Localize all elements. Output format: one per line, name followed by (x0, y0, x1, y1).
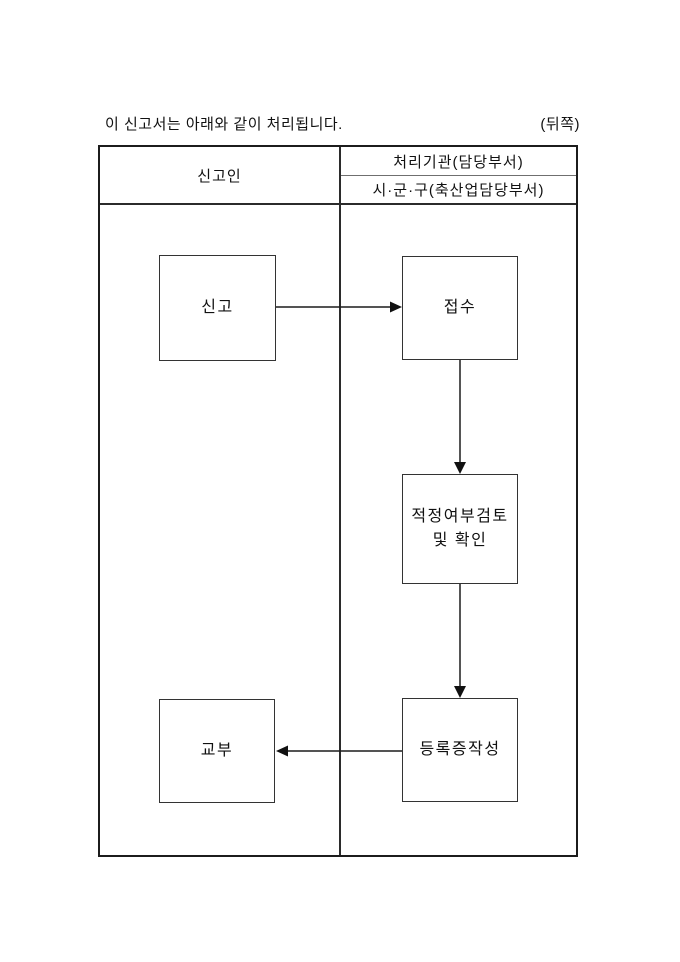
intro-text: 이 신고서는 아래와 같이 처리됩니다. (105, 116, 343, 133)
back-side-label: (뒤쪽) (540, 116, 580, 133)
reporter-header-label: 신고인 (197, 167, 242, 185)
header-cell-agency: 처리기관(담당부서) (341, 147, 576, 175)
flow-box-issue-label: 교부 (200, 742, 234, 759)
flow-box-review-label-line1: 적정여부검토 (411, 508, 509, 525)
header-cell-reporter: 신고인 (100, 147, 339, 203)
agency-subheader-label: 시·군·구(축산업담당부서) (372, 182, 545, 199)
intro-row: 이 신고서는 아래와 같이 처리됩니다. (뒤쪽) (98, 113, 580, 134)
arrow-cert-to-issue-head (276, 745, 288, 757)
arrow-review-to-cert-head (454, 686, 466, 698)
flow-box-receipt-label: 접수 (443, 299, 477, 316)
flow-box-certificate-label: 등록증작성 (419, 741, 501, 758)
flow-box-issue: 교부 (159, 699, 275, 803)
flow-box-report: 신고 (159, 255, 276, 361)
flow-box-certificate: 등록증작성 (402, 698, 518, 802)
agency-header-label: 처리기관(담당부서) (393, 153, 524, 171)
flow-box-review-label-line2: 및 확인 (432, 532, 488, 549)
process-flow-table: 신고인 처리기관(담당부서) 시·군·구(축산업담당부서) 신고 접수 적정여부… (98, 145, 578, 857)
arrow-receipt-to-review-head (454, 462, 466, 474)
flow-box-review: 적정여부검토 및 확인 (402, 474, 518, 584)
flow-box-receipt: 접수 (402, 256, 518, 360)
arrow-report-to-receipt-head (390, 301, 402, 313)
header-split-line (341, 175, 576, 176)
header-cell-agency-sub: 시·군·구(축산업담당부서) (341, 176, 576, 203)
flow-box-report-label: 신고 (201, 299, 234, 316)
column-divider-line (339, 147, 341, 855)
header-bottom-line (100, 203, 576, 205)
